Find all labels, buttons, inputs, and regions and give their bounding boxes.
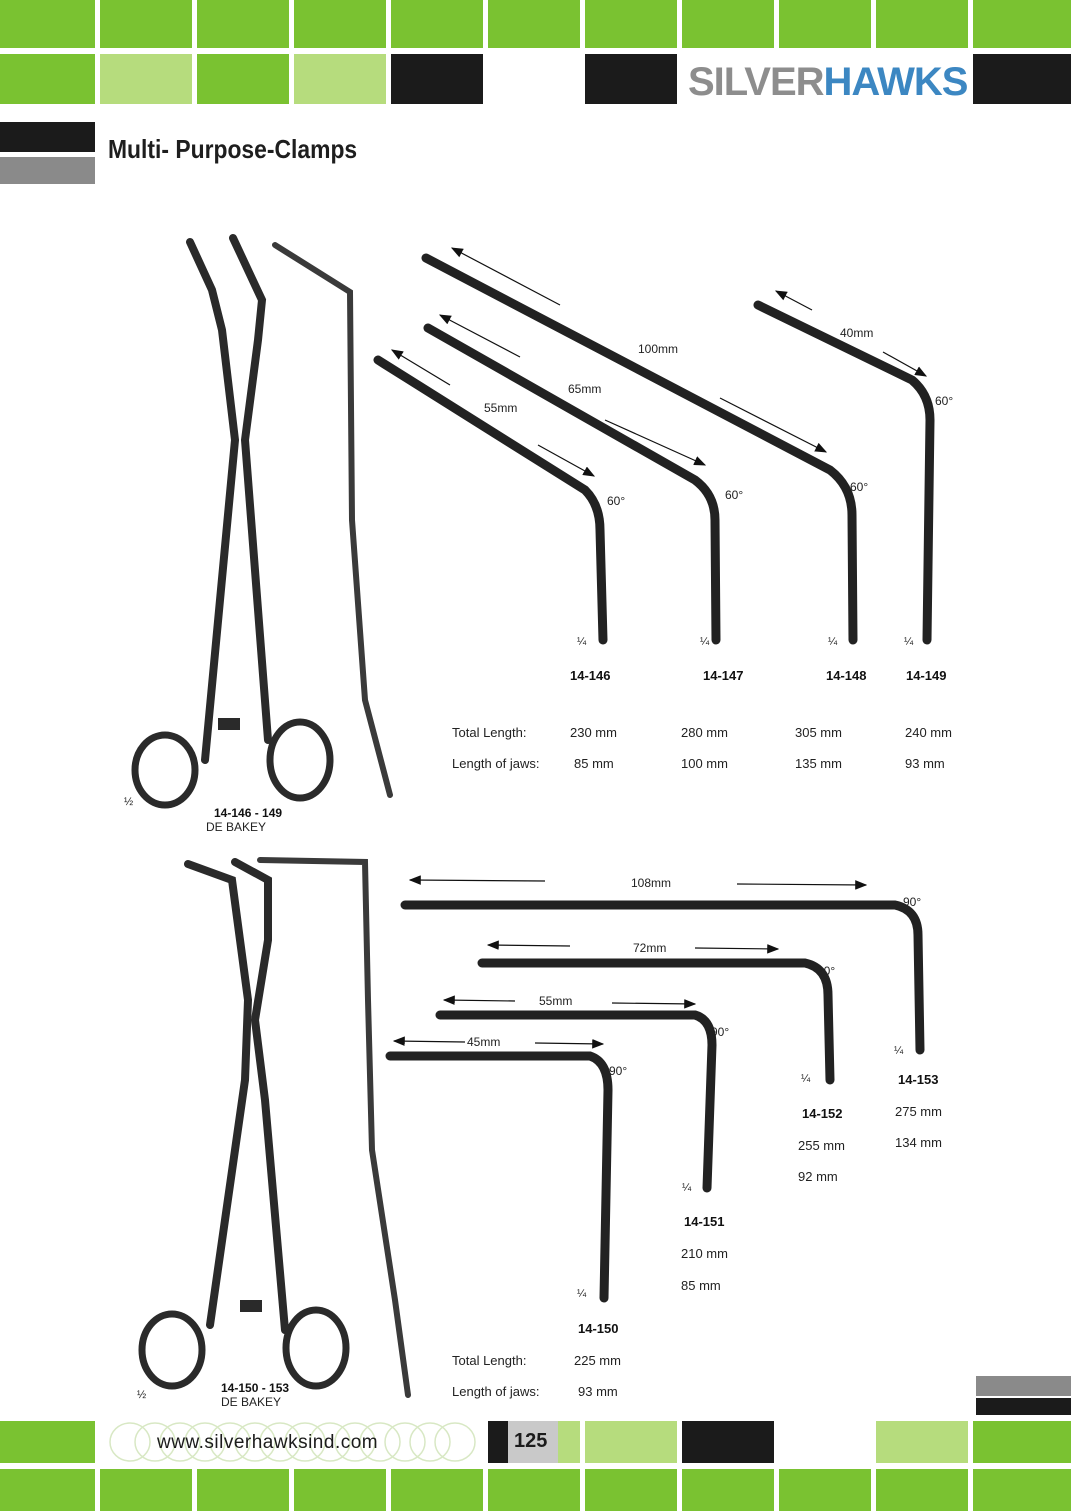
product-code: 14-149 — [906, 668, 947, 683]
jaw-length-label: 65mm — [568, 382, 602, 396]
clamp-front-view-2 — [138, 858, 350, 1390]
drawing-scale: ½ — [124, 796, 134, 808]
jaw-detail-14-151 — [435, 1010, 717, 1193]
scale-label: ¼ — [700, 636, 710, 648]
scale-label: ¼ — [894, 1045, 904, 1057]
angle-label: 90° — [609, 1064, 628, 1078]
jaw-detail-14-153 — [400, 900, 925, 1055]
jaw-length-value: 92 mm — [798, 1169, 838, 1184]
total-length-value: 255 mm — [798, 1138, 845, 1153]
page-title: Multi- Purpose-Clamps — [108, 134, 358, 164]
jaw-length-row-label: Length of jaws: — [452, 1384, 540, 1399]
jaw-length-value: 134 mm — [895, 1135, 942, 1150]
scale-label: ¼ — [828, 636, 838, 648]
angle-label: 60° — [725, 488, 744, 502]
jaw-detail-14-149 — [753, 300, 935, 645]
jaw-length-value: 85 mm — [574, 756, 614, 771]
product-code: 14-151 — [684, 1214, 725, 1229]
scale-label: ¼ — [904, 636, 914, 648]
jaw-detail-14-147 — [423, 323, 721, 645]
jaw-length-value: 93 mm — [905, 756, 945, 771]
product-code: 14-148 — [826, 668, 867, 683]
jaw-detail-14-152 — [477, 958, 835, 1085]
product-code: 14-152 — [802, 1106, 843, 1121]
scale-label: ¼ — [682, 1182, 692, 1194]
dimension-arrows-1 — [390, 247, 928, 477]
angle-label: 60° — [935, 394, 954, 408]
product-range: 14-146 - 149 — [214, 806, 283, 820]
total-length-label: Total Length: — [452, 1353, 527, 1368]
jaw-length-label: 72mm — [633, 941, 667, 955]
product-code: 14-146 — [570, 668, 611, 683]
jaw-length-value: 93 mm — [578, 1384, 618, 1399]
angle-label: 60° — [607, 494, 626, 508]
total-length-value: 240 mm — [905, 725, 952, 740]
brand-logo: SILVERHAWKS — [688, 60, 969, 105]
jaw-detail-14-146 — [373, 355, 608, 645]
total-length-value: 305 mm — [795, 725, 842, 740]
product-range: 14-150 - 153 — [221, 1381, 290, 1395]
total-length-value: 230 mm — [570, 725, 617, 740]
clamp-side-view-1 — [272, 242, 393, 798]
product-code: 14-150 — [578, 1321, 619, 1336]
jaw-length-value: 100 mm — [681, 756, 728, 771]
title-marker-dark — [0, 122, 95, 152]
page-number: 125 — [514, 1430, 548, 1452]
jaw-length-label: 55mm — [484, 401, 518, 415]
brand-part2: HAWKS — [823, 60, 969, 104]
angle-label: 60° — [850, 480, 869, 494]
jaw-length-value: 85 mm — [681, 1278, 721, 1293]
jaw-length-label: 108mm — [631, 876, 672, 890]
scale-label: ¼ — [801, 1073, 811, 1085]
jaw-detail-14-148 — [421, 253, 858, 645]
scale-label: ¼ — [577, 636, 587, 648]
jaw-length-row-label: Length of jaws: — [452, 756, 540, 771]
jaw-length-label: 55mm — [539, 994, 573, 1008]
drawing-scale: ½ — [137, 1389, 147, 1401]
clamp-front-view-1 — [131, 234, 334, 809]
angle-label: 90° — [817, 964, 836, 978]
total-length-value: 280 mm — [681, 725, 728, 740]
jaw-detail-14-150 — [385, 1051, 613, 1303]
clamp-side-view-2 — [257, 857, 411, 1398]
total-length-value: 225 mm — [574, 1353, 621, 1368]
dimension-arrows-2 — [392, 875, 868, 1049]
product-name: DE BAKEY — [221, 1395, 282, 1409]
total-length-label: Total Length: — [452, 725, 527, 740]
total-length-value: 210 mm — [681, 1246, 728, 1261]
jaw-length-label: 45mm — [467, 1035, 501, 1049]
total-length-value: 275 mm — [895, 1104, 942, 1119]
product-name: DE BAKEY — [206, 820, 267, 834]
footer-ring-pattern — [109, 1422, 476, 1462]
scale-label: ¼ — [577, 1288, 587, 1300]
brand-part1: SILVER — [688, 60, 825, 104]
website-link[interactable]: www.silverhawksind.com — [157, 1432, 379, 1453]
jaw-length-value: 135 mm — [795, 756, 842, 771]
product-code: 14-153 — [898, 1072, 939, 1087]
title-marker-grey — [0, 157, 95, 184]
jaw-length-label: 40mm — [840, 326, 874, 340]
product-code: 14-147 — [703, 668, 744, 683]
angle-label: 90° — [711, 1025, 730, 1039]
angle-label: 90° — [903, 895, 922, 909]
jaw-length-label: 100mm — [638, 342, 679, 356]
